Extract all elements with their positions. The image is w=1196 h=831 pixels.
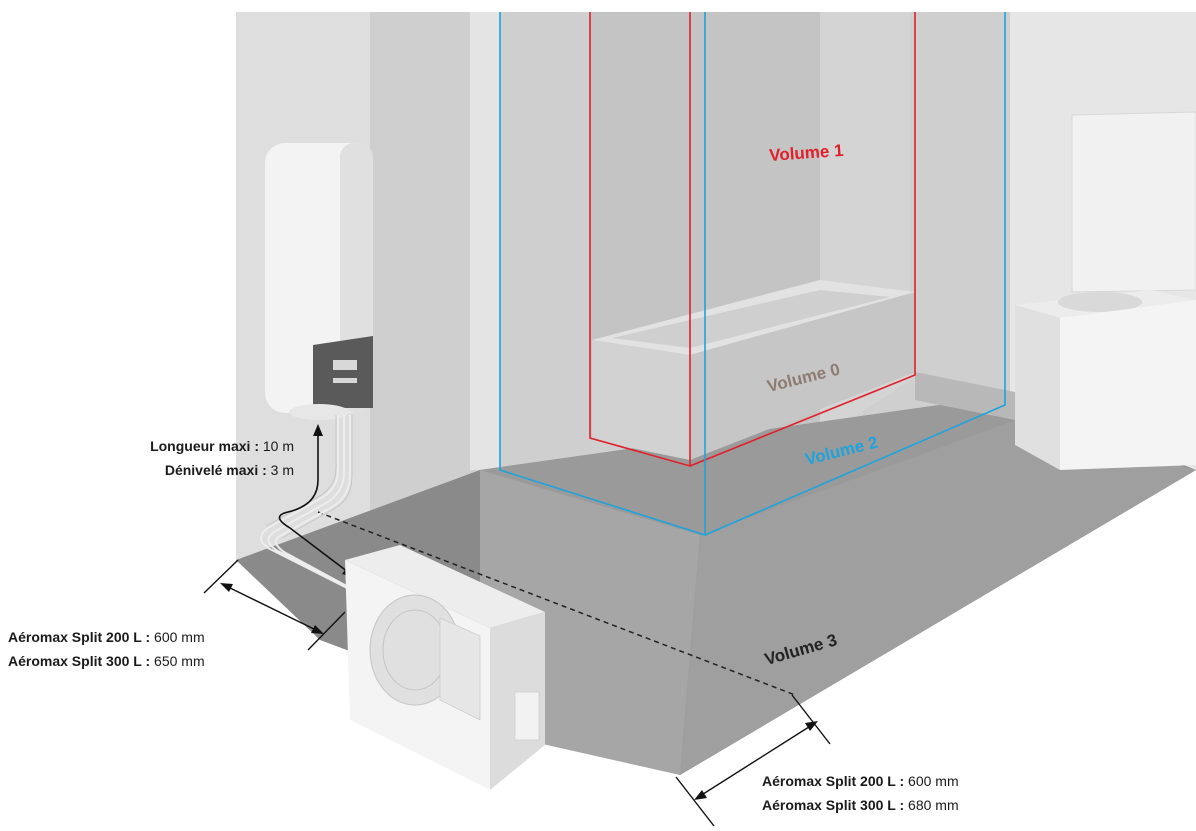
pipe-height-label: Dénivelé maxi : 3 m [165,460,294,480]
volume-2-outline-right [704,12,1006,536]
volume-1-outline-right [689,12,916,467]
bottom-clearance-line-2: Aéromax Split 300 L : 680 mm [762,795,959,815]
pipe-height-value: 3 m [270,462,294,478]
heater-display-2 [333,378,357,383]
pipe-length-key: Longueur maxi : [150,438,259,454]
heater-control-panel [313,336,373,408]
step [915,372,1015,420]
bottom-clearance-dimension [675,694,831,827]
left-pillar [470,12,500,470]
cabinet-front [1060,300,1196,470]
platform-top [480,395,1015,535]
unit-valve-cover [514,691,540,741]
left-clearance-model-2: Aéromax Split 300 L : [8,653,151,669]
bathtub-inner [612,290,890,348]
volume-2-outline [499,12,706,537]
volume-3-boundary [317,511,796,696]
bottom-clearance-value-2: 680 mm [908,797,959,813]
left-clearance-dimension [203,559,346,651]
volume-1-outline [589,12,691,468]
connection-pipes-outline [265,415,353,539]
left-clearance-value-1: 600 mm [154,629,205,645]
heater-base [289,404,349,420]
left-clearance-line-1: Aéromax Split 200 L : 600 mm [8,627,205,647]
unit-vent [439,617,481,721]
basin [1058,292,1142,312]
cabinet-side [1015,305,1060,470]
volume-outlines [317,12,1006,696]
water-heater [265,143,373,420]
bathtub-side [690,292,915,460]
left-clearance-value-2: 650 mm [154,653,205,669]
left-clearance-line-2: Aéromax Split 300 L : 650 mm [8,651,205,671]
bottom-clearance-line-1: Aéromax Split 200 L : 600 mm [762,771,959,791]
outdoor-unit [345,545,545,790]
bathtub [592,280,915,460]
connection-pipes [260,415,366,597]
platform-right [680,420,1196,775]
heater-display [333,360,357,370]
pipe-length-label: Longueur maxi : 10 m [150,436,294,456]
bottom-clearance-model-1: Aéromax Split 200 L : [762,773,905,789]
mirror [1071,111,1196,293]
bottom-clearance-model-2: Aéromax Split 300 L : [762,797,905,813]
bottom-clearance-value-1: 600 mm [908,773,959,789]
pipe-height-key: Dénivelé maxi : [164,462,267,478]
left-clearance-model-1: Aéromax Split 200 L : [8,629,151,645]
pipe-length-value: 10 m [262,438,294,454]
unit-top [345,545,545,628]
washbasin [1015,111,1196,470]
bathtub-front [592,340,690,460]
